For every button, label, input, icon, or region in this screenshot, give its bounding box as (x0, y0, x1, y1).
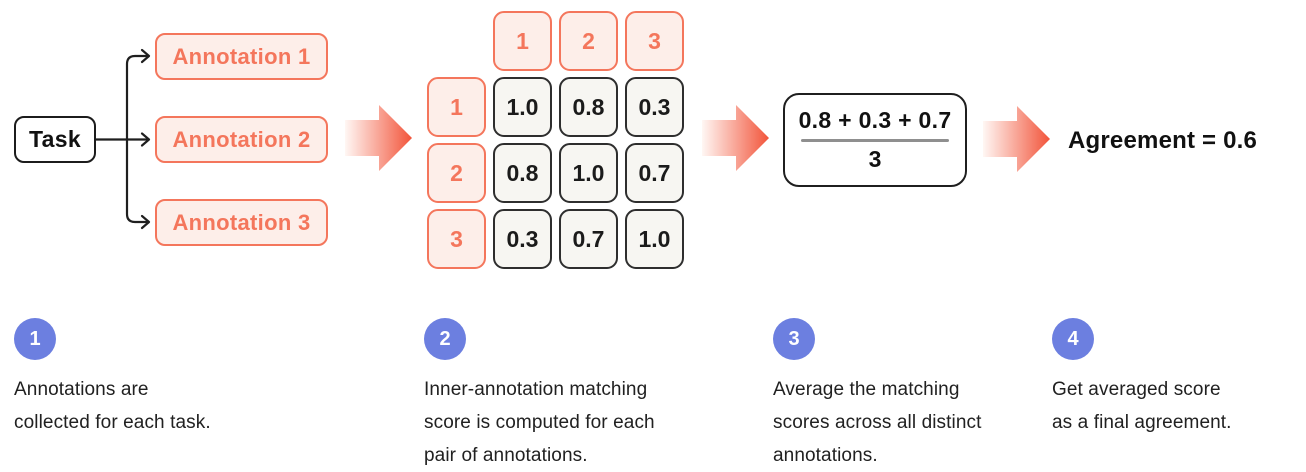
step-description: Inner-annotation matching score is compu… (424, 373, 724, 472)
formula-numerator: 0.8 + 0.3 + 0.7 (798, 107, 952, 134)
flow-arrow-icon (983, 106, 1050, 172)
matching-score-matrix: 1 2 3 1 1.0 0.8 0.3 2 0.8 1.0 0.7 3 0.3 … (427, 11, 684, 269)
task-branch-connector-icon (96, 48, 151, 230)
matrix-cell: 1.0 (625, 209, 684, 269)
matrix-cell: 1.0 (493, 77, 552, 137)
step-description-line: Average the matching (773, 379, 960, 400)
flow-arrow-icon (702, 105, 769, 171)
step-4: 4 Get averaged score as a final agreemen… (1052, 318, 1306, 439)
matrix-cell: 0.3 (625, 77, 684, 137)
step-2: 2 Inner-annotation matching score is com… (424, 318, 724, 472)
matrix-col-header: 2 (559, 11, 618, 71)
matrix-row-header: 1 (427, 77, 486, 137)
step-number-badge: 3 (773, 318, 815, 360)
step-description-line: pair of annotations. (424, 445, 588, 466)
matrix-cell: 0.7 (625, 143, 684, 203)
step-number-badge: 4 (1052, 318, 1094, 360)
step-description-line: scores across all distinct (773, 412, 982, 433)
fraction-bar (801, 139, 949, 142)
annotation-1-box: Annotation 1 (155, 33, 328, 80)
step-description-line: Annotations are (14, 379, 149, 400)
matrix-cell: 0.8 (559, 77, 618, 137)
matrix-row-header: 3 (427, 209, 486, 269)
step-description-line: as a final agreement. (1052, 412, 1232, 433)
step-description-line: Get averaged score (1052, 379, 1221, 400)
matrix-cell: 1.0 (559, 143, 618, 203)
formula-denominator: 3 (868, 145, 882, 172)
task-box: Task (14, 116, 96, 163)
step-3: 3 Average the matching scores across all… (773, 318, 1073, 472)
agreement-result-label: Agreement = 0.6 (1068, 127, 1258, 154)
step-description: Get averaged score as a final agreement. (1052, 373, 1306, 439)
step-description-line: score is computed for each (424, 412, 655, 433)
matrix-cell: 0.3 (493, 209, 552, 269)
step-description-line: annotations. (773, 445, 878, 466)
matrix-col-header: 1 (493, 11, 552, 71)
matrix-row-header: 2 (427, 143, 486, 203)
annotation-2-box: Annotation 2 (155, 116, 328, 163)
average-formula-box: 0.8 + 0.3 + 0.7 3 (783, 93, 967, 187)
flow-arrow-icon (345, 105, 412, 171)
step-description-line: Inner-annotation matching (424, 379, 648, 400)
step-number-badge: 2 (424, 318, 466, 360)
step-description: Annotations are collected for each task. (14, 373, 314, 439)
step-description: Average the matching scores across all d… (773, 373, 1073, 472)
step-description-line: collected for each task. (14, 412, 211, 433)
matrix-cell: 0.8 (493, 143, 552, 203)
step-number-badge: 1 (14, 318, 56, 360)
matrix-cell: 0.7 (559, 209, 618, 269)
annotation-3-box: Annotation 3 (155, 199, 328, 246)
step-1: 1 Annotations are collected for each tas… (14, 318, 314, 439)
matrix-col-header: 3 (625, 11, 684, 71)
